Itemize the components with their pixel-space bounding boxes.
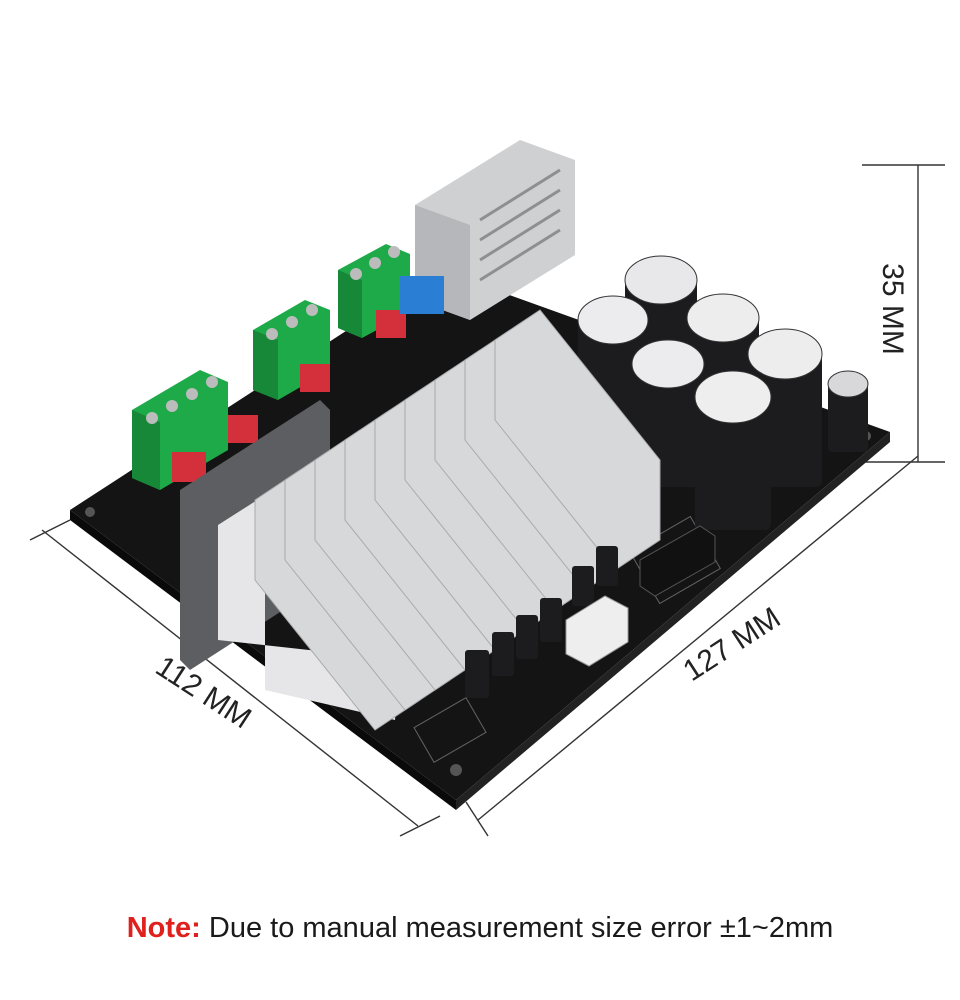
small-capacitors bbox=[465, 546, 618, 698]
ic-chip bbox=[639, 525, 716, 597]
dimension-lines bbox=[29, 164, 945, 837]
electrolytic-capacitors bbox=[577, 255, 869, 530]
film-capacitors bbox=[172, 276, 444, 482]
measurement-note: Note: Due to manual measurement size err… bbox=[0, 912, 960, 945]
height-dimension-label: 35 MM bbox=[875, 263, 909, 355]
main-heatsinks bbox=[180, 309, 661, 731]
note-text: Due to manual measurement size error ±1~… bbox=[200, 912, 834, 944]
input-connector bbox=[565, 595, 629, 667]
note-label: Note: bbox=[126, 912, 201, 944]
